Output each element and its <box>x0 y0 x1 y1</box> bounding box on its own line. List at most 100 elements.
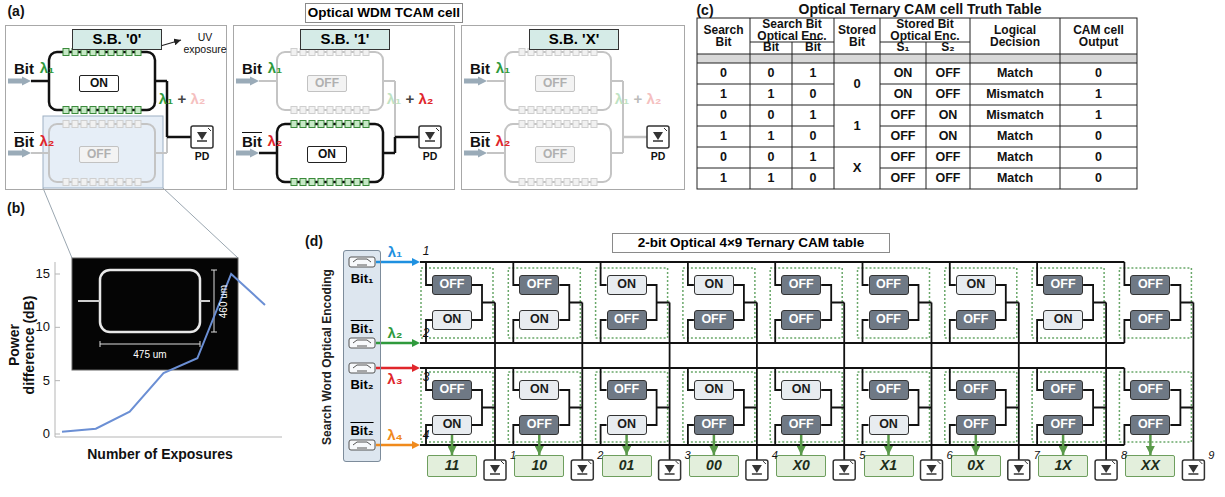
bragg-grating <box>63 121 69 128</box>
tcam-cell: OFF <box>1130 310 1170 330</box>
wavelength-label: λ₁ <box>264 59 286 78</box>
node-text: OFF <box>308 76 346 91</box>
waveguide <box>559 390 582 425</box>
bragg-grating <box>291 179 297 186</box>
tcam-cell: ON <box>432 310 472 330</box>
table-cell: 1 <box>750 126 792 147</box>
node-text: ON <box>782 381 820 399</box>
modulator-symbol <box>353 340 371 346</box>
table-rule <box>792 42 793 189</box>
bragg-grating <box>72 107 78 114</box>
photodiode-symbol <box>1025 461 1028 464</box>
photodiode-symbol <box>436 128 439 131</box>
table-cell: OFF <box>926 63 970 84</box>
output-word-box: X1 <box>864 455 914 477</box>
bragg-grating <box>564 179 570 186</box>
table-header: CAM cell Output <box>1060 18 1137 54</box>
bragg-grating <box>99 107 105 114</box>
photodiode-symbol <box>588 461 591 464</box>
bragg-grating <box>318 107 324 114</box>
table-cell: OFF <box>880 168 926 189</box>
callout-number: 7 <box>1031 449 1043 461</box>
table-cell: 1 <box>1060 84 1137 105</box>
wavelength-label: λ₂ <box>643 90 665 109</box>
callout-number: 9 <box>1205 449 1217 461</box>
dimension-line <box>100 341 200 347</box>
callout-number: 4 <box>769 449 781 461</box>
waveguide <box>622 137 624 153</box>
table-rule <box>750 18 751 189</box>
bragg-grating <box>345 121 351 128</box>
bragg-grating <box>564 121 570 128</box>
node-text: ON <box>520 381 558 399</box>
table-rule <box>697 168 1137 169</box>
photodiode-symbol <box>501 461 504 464</box>
operator: + <box>404 90 416 109</box>
table-band <box>697 54 1137 63</box>
table-header: Search Bit <box>697 18 750 54</box>
output-word-box: 1X <box>1038 455 1088 477</box>
wavelength-label: λ₂ <box>264 132 286 151</box>
waveguide <box>1193 303 1195 461</box>
node-text: OFF <box>433 276 471 294</box>
photodiode-symbol <box>1188 473 1198 475</box>
x-axis <box>55 437 282 438</box>
signal-name: Bit <box>237 61 267 78</box>
tcam-cell: ON <box>869 415 909 435</box>
panel-letter: (d) <box>300 233 328 251</box>
photodiode-symbol <box>1101 465 1111 473</box>
photodiode-symbol <box>571 460 593 480</box>
waveguide <box>909 390 932 425</box>
signal-name: Bit <box>9 134 39 151</box>
wavelength-label: λ₂ <box>415 90 437 109</box>
output-word-box: 00 <box>689 455 739 477</box>
table-cell: X <box>834 147 880 189</box>
table-header: Stored Bit <box>834 18 880 54</box>
bragg-grating <box>546 179 552 186</box>
waveguide <box>1105 303 1107 461</box>
bragg-grating <box>63 107 69 114</box>
bus-waveguide <box>420 261 1124 263</box>
tcam-cell: ON <box>694 275 734 295</box>
node-text: X0 <box>777 456 825 476</box>
bragg-grating <box>573 107 579 114</box>
photodiode-symbol <box>647 126 669 148</box>
node-text: 00 <box>690 456 738 476</box>
tcam-cell: ON <box>519 380 559 400</box>
node-text: ON <box>433 416 471 434</box>
output-arrow <box>887 435 890 455</box>
encoder-box: Search Word Optical EncodingBit₁Bit₁Bit₂… <box>343 250 381 462</box>
output-arrow <box>538 435 541 455</box>
bragg-grating <box>117 121 123 128</box>
panel-letter: (c) <box>692 2 718 19</box>
output-arrow <box>1062 435 1065 455</box>
table-cell: 1 <box>697 168 750 189</box>
table-cell: 1 <box>834 105 880 147</box>
signal-name: Bit <box>9 61 39 78</box>
input-arrow <box>464 79 478 84</box>
output-word-box: 0X <box>951 455 1001 477</box>
node-text: ON <box>1044 311 1082 329</box>
node-text: OFF <box>1044 416 1082 434</box>
ring-waveguide <box>100 270 200 332</box>
panel-letter: (b) <box>3 200 29 217</box>
bragg-grating <box>519 179 525 186</box>
table-cell: 0 <box>792 126 834 147</box>
micrograph-inset <box>72 258 238 370</box>
mzi-arms <box>49 124 155 182</box>
modulator-symbol <box>353 442 371 448</box>
node-text: 11 <box>428 456 476 476</box>
bragg-grating <box>63 179 69 186</box>
bragg-grating <box>327 121 333 128</box>
node-text: ON <box>80 76 118 91</box>
waveguide <box>494 303 496 461</box>
table-cell: 0 <box>834 63 880 105</box>
signal-name: Bit₂ <box>344 423 380 439</box>
wavelength-label: λ₂ <box>384 324 406 342</box>
photodiode-symbol <box>659 460 681 480</box>
callout-number: 3 <box>682 449 694 461</box>
bragg-grating <box>81 179 87 186</box>
table-rule <box>970 18 971 189</box>
table-rule <box>834 18 835 189</box>
